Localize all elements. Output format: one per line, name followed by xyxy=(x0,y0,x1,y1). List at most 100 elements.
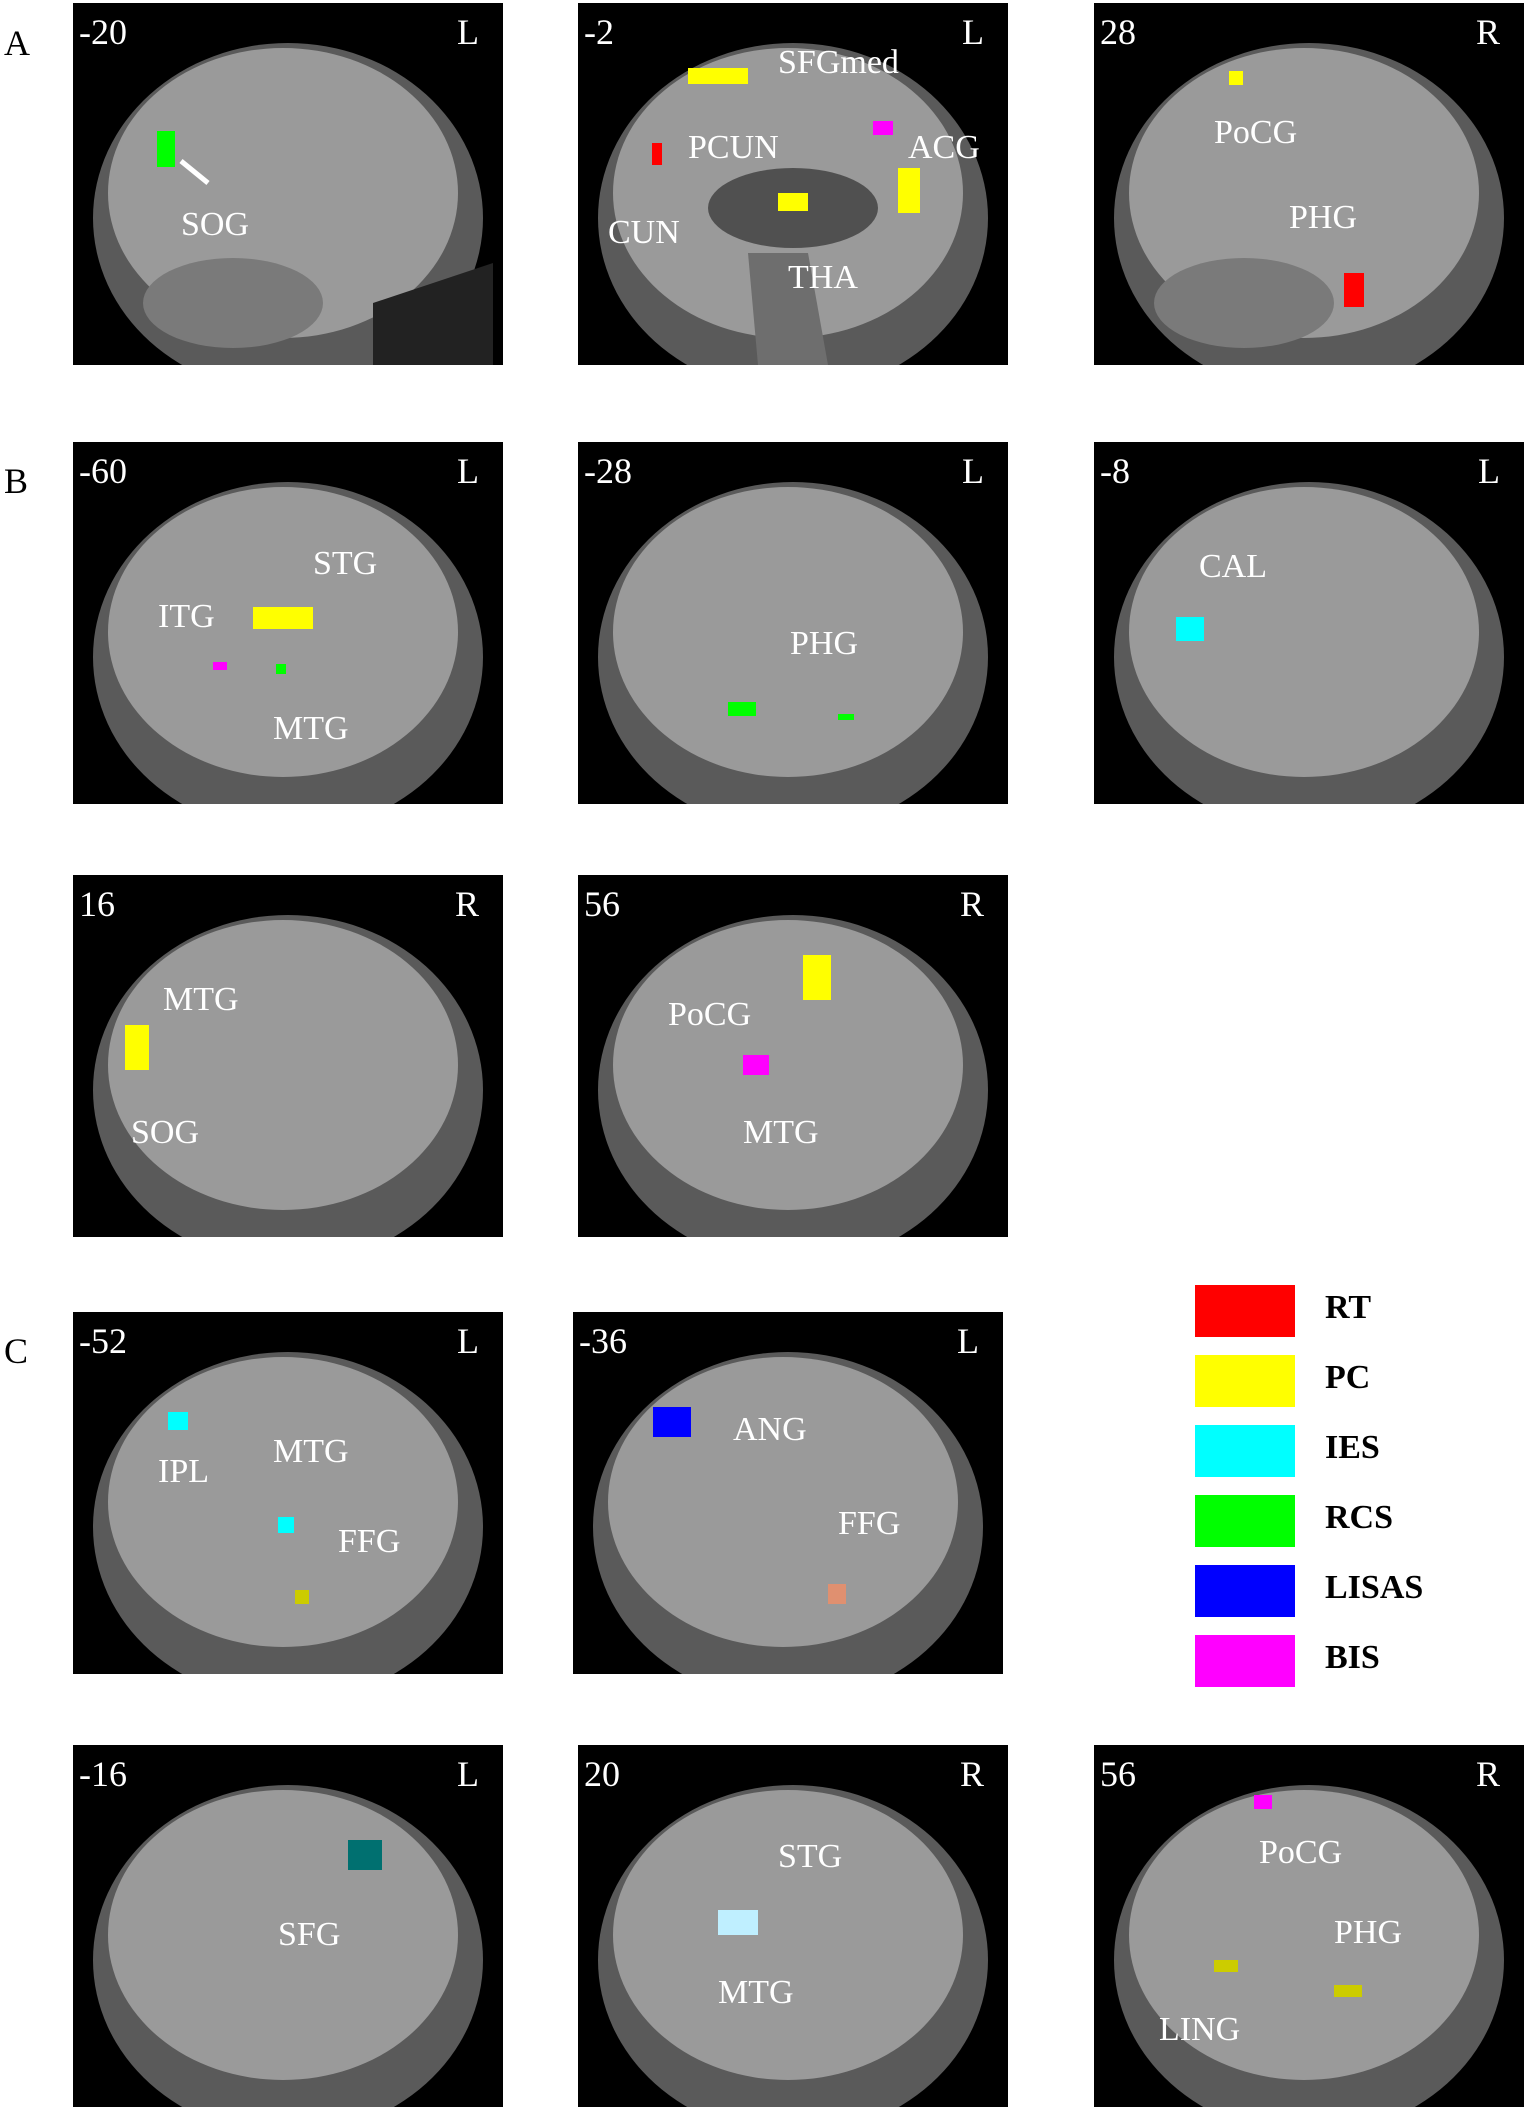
slice-coordinate: -60 xyxy=(79,451,127,491)
activation-cluster xyxy=(828,1584,846,1604)
legend-swatch xyxy=(1195,1425,1295,1477)
activation-cluster xyxy=(278,1517,294,1533)
activation-cluster xyxy=(295,1590,309,1604)
slice-image: SOG xyxy=(93,43,493,365)
slice-coordinate: 56 xyxy=(1100,1754,1136,1794)
slice-coordinate: -20 xyxy=(79,12,127,52)
region-label: LING xyxy=(1159,2011,1240,2048)
activation-cluster xyxy=(652,143,662,165)
activation-cluster xyxy=(688,68,748,84)
legend-item-rt: RT xyxy=(1195,1285,1495,1355)
brain-slice-b3: CAL -8 L xyxy=(1094,442,1524,804)
slice-coordinate: 20 xyxy=(584,1754,620,1794)
activation-cluster xyxy=(728,702,756,716)
activation-cluster xyxy=(1229,71,1243,85)
region-label: THA xyxy=(788,259,858,296)
activation-cluster xyxy=(653,1407,691,1437)
brain-slice-a2: SFGmed PCUN ACG CUN THA -2 L xyxy=(578,3,1008,365)
activation-cluster xyxy=(838,714,854,720)
activation-cluster xyxy=(157,131,175,167)
slice-image: PoCG PHG xyxy=(1114,43,1504,365)
slice-image: ANG FFG xyxy=(593,1352,983,1674)
legend-swatch xyxy=(1195,1285,1295,1337)
activation-cluster xyxy=(253,607,313,629)
brain-slice-c4: STG MTG 20 R xyxy=(578,1745,1008,2107)
region-label: PHG xyxy=(1289,199,1357,236)
activation-cluster xyxy=(1334,1985,1362,1997)
slice-image: PoCG MTG xyxy=(598,915,988,1237)
hemisphere-label: R xyxy=(959,884,984,924)
slice-coordinate: 16 xyxy=(79,884,115,924)
slice-coordinate: 28 xyxy=(1100,12,1136,52)
slice-coordinate: -52 xyxy=(79,1321,127,1361)
region-label: STG xyxy=(313,545,377,582)
brain-slice-b1: STG ITG MTG -60 L xyxy=(73,442,503,804)
activation-cluster xyxy=(125,1025,149,1070)
activation-cluster xyxy=(743,1055,769,1075)
region-label: PHG xyxy=(1334,1914,1402,1951)
activation-cluster xyxy=(168,1412,188,1430)
slice-image: STG MTG xyxy=(598,1785,988,2107)
brain-slice-c5: PoCG PHG LING 56 R xyxy=(1094,1745,1524,2107)
region-label: SFG xyxy=(278,1916,340,1953)
region-label: ANG xyxy=(733,1411,807,1448)
legend-swatch xyxy=(1195,1355,1295,1407)
slice-coordinate: 56 xyxy=(584,884,620,924)
legend-label: PC xyxy=(1325,1359,1371,1396)
brain-slice-c1: IPL MTG FFG -52 L xyxy=(73,1312,503,1674)
brain-slice-c2: ANG FFG -36 L xyxy=(573,1312,1003,1674)
hemisphere-label: L xyxy=(962,12,984,52)
hemisphere-label: R xyxy=(1475,12,1500,52)
legend-label: BIS xyxy=(1325,1639,1380,1676)
hemisphere-label: L xyxy=(457,1321,479,1361)
activation-cluster xyxy=(873,121,893,135)
hemisphere-label: L xyxy=(962,451,984,491)
row-letter-b: B xyxy=(4,461,29,501)
row-letter-a: A xyxy=(4,23,30,63)
slice-image: PoCG PHG LING xyxy=(1114,1785,1504,2107)
hemisphere-label: L xyxy=(1478,451,1500,491)
region-label: SOG xyxy=(181,206,249,243)
legend-item-ies: IES xyxy=(1195,1425,1495,1495)
activation-cluster xyxy=(1214,1960,1238,1972)
region-label: MTG xyxy=(273,710,349,747)
hemisphere-label: L xyxy=(957,1321,979,1361)
region-label: IPL xyxy=(158,1453,209,1490)
hemisphere-label: L xyxy=(457,1754,479,1794)
brain-slice-a3: PoCG PHG 28 R xyxy=(1094,3,1524,365)
region-label: PCUN xyxy=(688,129,779,166)
activation-cluster xyxy=(718,1910,758,1935)
activation-cluster xyxy=(1344,273,1364,307)
slice-image: PHG xyxy=(598,482,988,804)
region-label: ACG xyxy=(908,129,980,166)
brain-slice-a1: SOG -20 L xyxy=(73,3,503,365)
slice-coordinate: -28 xyxy=(584,451,632,491)
activation-cluster xyxy=(1254,1795,1272,1809)
slice-image: SFGmed PCUN ACG CUN THA xyxy=(598,43,988,365)
legend-item-bis: BIS xyxy=(1195,1635,1495,1705)
slice-image: STG ITG MTG xyxy=(93,482,483,804)
legend-label: RCS xyxy=(1325,1499,1394,1536)
slice-coordinate: -36 xyxy=(579,1321,627,1361)
region-label: PoCG xyxy=(1214,114,1297,151)
slice-image: CAL xyxy=(1114,482,1504,804)
activation-cluster xyxy=(1176,617,1204,641)
hemisphere-label: L xyxy=(457,451,479,491)
brain-slice-c3: SFG -16 L xyxy=(73,1745,503,2107)
region-label: CAL xyxy=(1199,548,1267,585)
region-label: CUN xyxy=(608,214,680,251)
row-letter-c: C xyxy=(4,1331,29,1371)
hemisphere-label: R xyxy=(1475,1754,1500,1794)
region-label: PoCG xyxy=(1259,1834,1342,1871)
slice-coordinate: -16 xyxy=(79,1754,127,1794)
activation-cluster xyxy=(778,193,808,211)
legend-label: RT xyxy=(1325,1289,1372,1326)
legend-item-pc: PC xyxy=(1195,1355,1495,1425)
activation-cluster xyxy=(276,664,286,674)
region-label: MTG xyxy=(743,1114,819,1151)
slice-image: MTG SOG xyxy=(93,915,483,1237)
activation-cluster xyxy=(898,168,920,213)
legend-swatch xyxy=(1195,1635,1295,1687)
hemisphere-label: L xyxy=(457,12,479,52)
activation-cluster xyxy=(348,1840,382,1870)
